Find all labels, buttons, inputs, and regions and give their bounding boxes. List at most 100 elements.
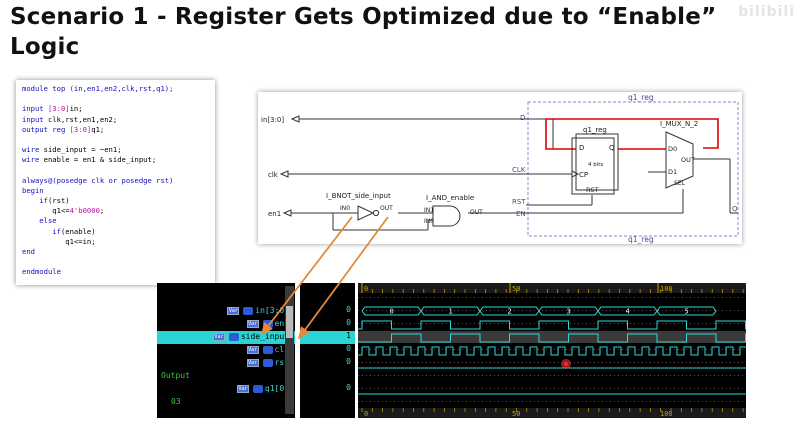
not-gate-side-input[interactable]: I_BNOT_side_input IN0 OUT [326,192,393,221]
grid-dot [538,349,539,350]
grid-dot [510,349,511,350]
grid-dot [654,388,655,389]
grid-dot [418,375,419,376]
grid-dot [638,310,639,311]
grid-dot [734,362,735,363]
grid-dot [450,401,451,402]
grid-dot [730,297,731,298]
grid-dot [550,375,551,376]
grid-dot [694,388,695,389]
code-line [22,166,209,176]
grid-dot [742,362,743,363]
grid-dot [594,375,595,376]
grid-dot [378,349,379,350]
grid-dot [646,401,647,402]
grid-dot [518,401,519,402]
grid-dot [466,362,467,363]
grid-dot [518,375,519,376]
grid-dot [578,362,579,363]
grid-dot [514,323,515,324]
grid-dot [706,297,707,298]
grid-dot [402,375,403,376]
grid-dot [590,349,591,350]
grid-dot [590,323,591,324]
grid-dot [478,310,479,311]
grid-dot [570,297,571,298]
grid-dot [366,375,367,376]
code-token: q1<=in; [22,236,96,246]
var-badge-icon: Var [227,307,240,315]
grid-dot [462,297,463,298]
grid-dot [426,349,427,350]
side-input-row-bg [358,331,746,343]
port-in[interactable]: in[3:0] [261,115,300,124]
grid-dot [658,388,659,389]
grid-dot [662,297,663,298]
grid-dot [738,375,739,376]
grid-dot [602,375,603,376]
grid-dot [566,323,567,324]
grid-dot [538,297,539,298]
grid-dot [598,375,599,376]
port-clk[interactable]: clk [268,170,289,179]
grid-dot [610,388,611,389]
grid-dot [366,310,367,311]
grid-dot [610,362,611,363]
grid-dot [726,388,727,389]
grid-dot [434,362,435,363]
grid-dot [478,388,479,389]
grid-dot [438,362,439,363]
grid-dot [682,310,683,311]
q1-flipflop[interactable]: q1_reg D Q CP RST 4 bits [571,126,619,195]
grid-dot [646,323,647,324]
signal-list-scrollbar[interactable] [285,286,294,414]
grid-dot [626,310,627,311]
grid-dot [358,362,359,363]
grid-dot [626,323,627,324]
grid-dot [682,297,683,298]
grid-dot [470,297,471,298]
grid-dot [442,401,443,402]
scrollbar-thumb[interactable] [286,306,293,338]
grid-dot [634,297,635,298]
grid-dot [382,388,383,389]
grid-dot [666,375,667,376]
grid-dot [698,375,699,376]
grid-dot [442,362,443,363]
grid-dot [530,310,531,311]
grid-dot [718,401,719,402]
output-group-label[interactable]: Output [161,371,190,380]
grid-dot [598,401,599,402]
grid-dot [534,401,535,402]
grid-dot [722,310,723,311]
grid-dot [606,375,607,376]
grid-dot [610,349,611,350]
grid-dot [554,375,555,376]
grid-dot [678,310,679,311]
grid-dot [458,388,459,389]
grid-dot [670,323,671,324]
grid-dot [458,362,459,363]
grid-dot [574,362,575,363]
svg-text:IN0: IN0 [424,218,434,225]
port-en1[interactable]: en1 [268,209,292,218]
and-gate-enable[interactable]: I_AND_enable IN1 IN0 OUT [424,194,483,227]
mux-n-2[interactable]: I_MUX_N_2 D0 D1 OUT SEL [660,120,698,189]
grid-dot [626,388,627,389]
grid-dot [738,323,739,324]
grid-dot [446,323,447,324]
grid-dot [630,388,631,389]
grid-dot [574,323,575,324]
grid-dot [442,310,443,311]
grid-dot [574,388,575,389]
grid-dot [650,362,651,363]
grid-dot [470,349,471,350]
